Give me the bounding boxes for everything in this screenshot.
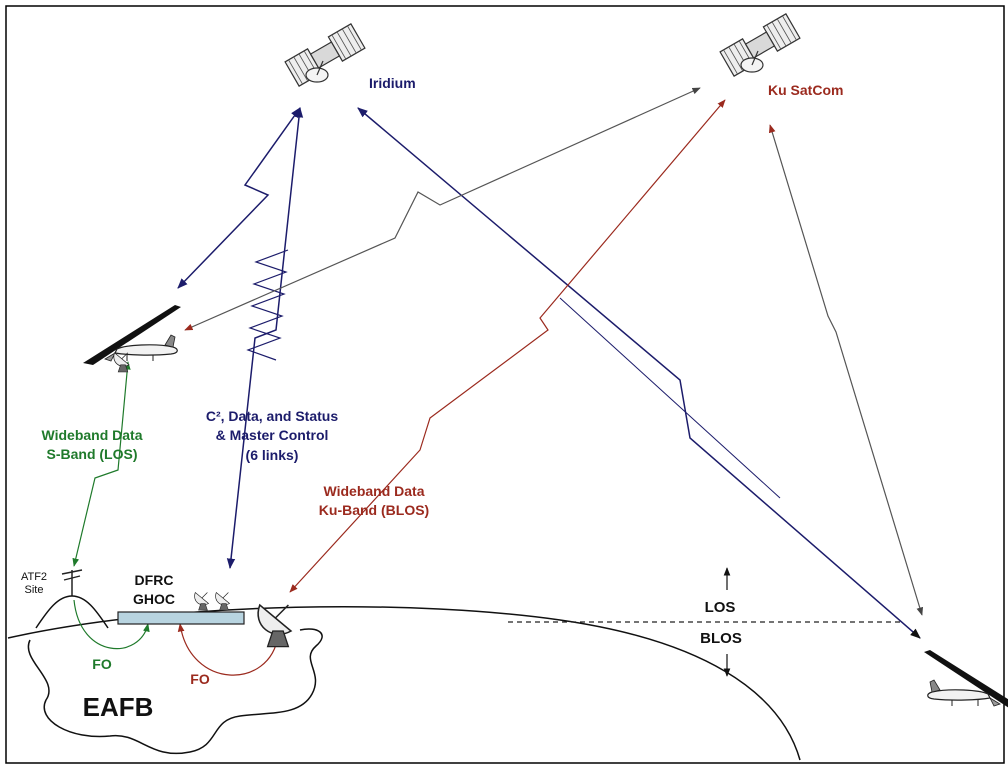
ku-satcom-label: Ku SatCom [768, 82, 843, 98]
diagram-frame [5, 5, 1005, 764]
sband-link [72, 361, 131, 567]
dfrc-label: DFRC [135, 572, 174, 588]
c2-label-line3: (6 links) [246, 447, 299, 463]
wideband-ku-label-line1: Wideband Data [324, 483, 425, 499]
iridium-label: Iridium [369, 75, 416, 91]
eafb-label: EAFB [83, 692, 154, 722]
eafb-outline [27, 628, 323, 755]
ghoc-label: GHOC [133, 591, 175, 607]
fo-red-link [177, 623, 281, 676]
ku-dish-link [289, 99, 726, 593]
blos-label: BLOS [700, 630, 742, 647]
c2-label-line2: & Master Control [216, 427, 329, 443]
ghoc-ground-station [117, 611, 245, 625]
wideband-ku-label-line2: Ku-Band (BLOS) [319, 502, 429, 518]
antenna-tower-icon [35, 569, 109, 629]
atf2-label-line1: ATF2 [21, 571, 47, 583]
fo-green-label: FO [92, 656, 112, 672]
fo-green-link [73, 599, 150, 650]
ku-lower-aircraft-link [768, 124, 924, 616]
fo-red-label: FO [190, 671, 210, 687]
wideband-sband-label-line1: Wideband Data [42, 427, 143, 443]
atf2-label-line2: Site [25, 584, 44, 596]
los-label: LOS [705, 599, 736, 616]
wideband-sband-label-line2: S-Band (LOS) [47, 446, 138, 462]
c2-label-line1: C², Data, and Status [206, 408, 338, 424]
